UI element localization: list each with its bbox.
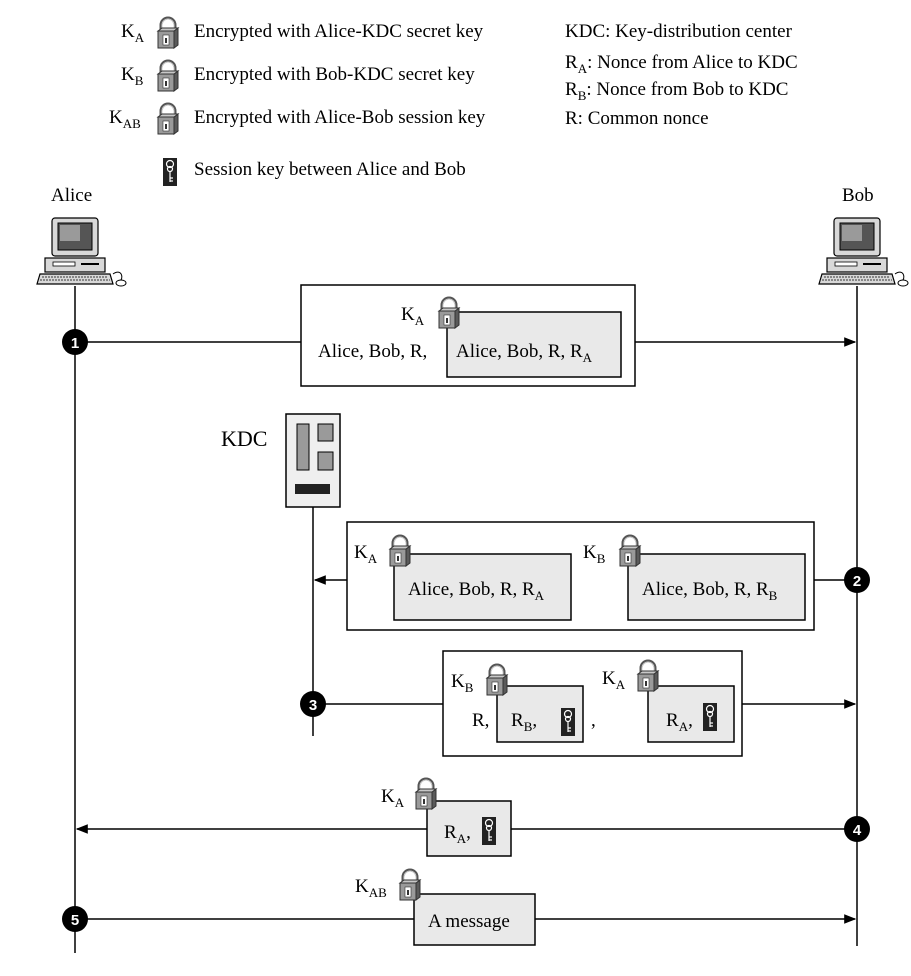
kb-text: Encrypted with Bob-KDC secret key xyxy=(194,64,475,85)
def-rb: RB: Nonce from Bob to KDC xyxy=(565,79,788,103)
def-r: R: Common nonce xyxy=(565,108,709,129)
kab-text: Encrypted with Alice-Bob session key xyxy=(194,107,486,128)
message-2-bob-text: Alice, Bob, R, RB xyxy=(642,579,778,603)
message-1-prefix: Alice, Bob, R, xyxy=(318,341,427,362)
ka-sub: A xyxy=(135,30,145,45)
kdc-server: KDC xyxy=(221,414,340,507)
message-2-alice-text: Alice, Bob, R, RA xyxy=(408,579,545,603)
ka-text: Encrypted with Alice-KDC secret key xyxy=(194,21,484,42)
lock-icon xyxy=(416,779,436,809)
message-2: KA KB Alice, Bob, R, RA Alice, Bob, R, R… xyxy=(315,522,870,630)
kb-label: K xyxy=(121,64,135,85)
legend-ka: KA Encrypted with Alice-KDC secret key xyxy=(121,18,484,48)
svg-text:KAB: KAB xyxy=(109,107,141,131)
svg-text:KA: KA xyxy=(381,786,405,810)
legend-session-key: Session key between Alice and Bob xyxy=(163,158,466,186)
message-5: KAB A message 5 xyxy=(62,870,855,945)
lock-icon xyxy=(158,61,178,91)
kdc-label: KDC xyxy=(221,426,267,451)
svg-text:2: 2 xyxy=(853,573,861,590)
message-3-separator: , xyxy=(591,710,596,731)
svg-text:4: 4 xyxy=(853,822,862,839)
legend-kab: KAB Encrypted with Alice-Bob session key xyxy=(109,104,486,134)
alice-label: Alice xyxy=(51,185,92,206)
alice-computer-icon xyxy=(37,218,126,286)
key-icon xyxy=(703,703,717,731)
kab-label: K xyxy=(109,107,123,128)
key-icon xyxy=(163,158,177,186)
message-4: KA RA, 4 xyxy=(77,779,870,856)
message-1-inner: Alice, Bob, R, RA xyxy=(456,341,593,365)
svg-text:5: 5 xyxy=(71,912,79,929)
svg-text:3: 3 xyxy=(309,697,317,714)
svg-text:1: 1 xyxy=(71,335,79,352)
message-1: KA Alice, Bob, R, Alice, Bob, R, RA 1 xyxy=(62,285,855,386)
lock-icon xyxy=(158,18,178,48)
lock-icon xyxy=(158,104,178,134)
ka-label: K xyxy=(121,21,135,42)
message-5-text: A message xyxy=(428,911,510,932)
lock-icon xyxy=(400,870,420,900)
kb-sub: B xyxy=(135,73,144,88)
message-3-r-prefix: R, xyxy=(472,710,489,731)
svg-text:KB: KB xyxy=(121,64,144,88)
legend-kb: KB Encrypted with Bob-KDC secret key xyxy=(121,61,475,91)
kab-sub: AB xyxy=(123,116,141,131)
def-kdc: KDC: Key-distribution center xyxy=(565,21,793,42)
bob-label: Bob xyxy=(842,185,874,206)
definitions: KDC: Key-distribution center RA: Nonce f… xyxy=(565,21,798,129)
message-3: KB KA R, RB, , RA, 3 xyxy=(300,651,855,756)
svg-text:KA: KA xyxy=(121,21,145,45)
svg-text:KAB: KAB xyxy=(355,876,387,900)
key-icon xyxy=(561,708,575,736)
bob-computer-icon xyxy=(819,218,908,286)
key-icon xyxy=(482,817,496,845)
legend: KA Encrypted with Alice-KDC secret key K… xyxy=(109,18,486,186)
def-ra: RA: Nonce from Alice to KDC xyxy=(565,52,798,76)
session-text: Session key between Alice and Bob xyxy=(194,159,466,180)
